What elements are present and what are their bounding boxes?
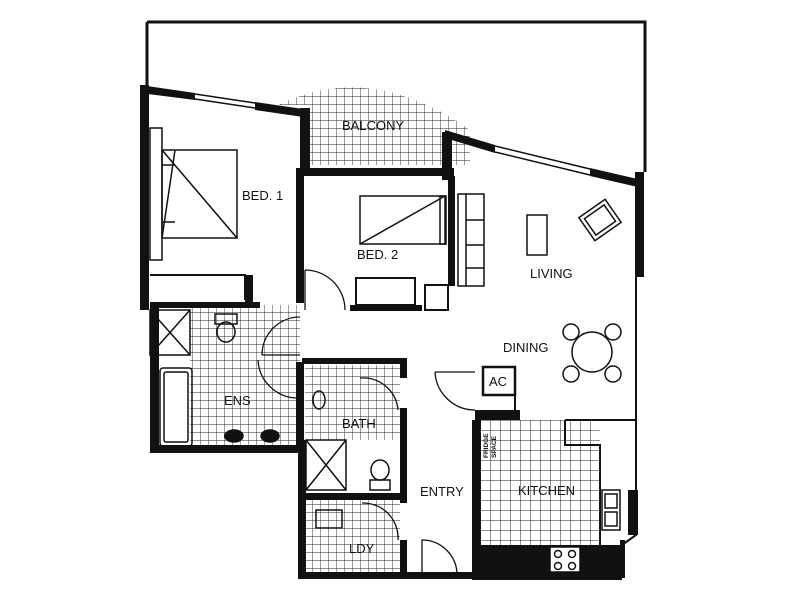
room-label-bath: BATH [342,416,376,431]
ensuite-bath [159,367,193,447]
balcony-tiles [278,87,470,165]
tiled-floors [190,87,600,572]
bath-basin [312,390,326,410]
bath-tiles [305,365,400,440]
armchair [577,198,623,242]
room-label-bed1: BED. 1 [242,188,283,203]
walls [140,20,647,580]
bed-2-furniture [359,195,447,245]
room-labels: BALCONY BED. 1 BED. 2 LIVING DINING AC E… [224,118,575,556]
coffee-table [526,214,548,256]
cooktop [549,546,581,573]
ensuite-shower [149,309,191,356]
ensuite-basin [260,429,280,443]
ensuite-toilet [214,313,238,343]
room-label-living: LIVING [530,266,573,281]
room-label-kitchen: KITCHEN [518,483,575,498]
room-label-ac: AC [489,374,507,389]
bath-shower [305,439,347,491]
laundry-tub [315,509,343,529]
bath-toilet [369,459,391,491]
room-label-ens: ENS [224,393,251,408]
fridge-space-label-line2: SPACE [491,435,498,458]
doors [257,269,476,576]
room-label-ldy: LDY [349,541,375,556]
sofa [457,193,485,287]
laundry-tiles [305,500,400,572]
room-label-entry: ENTRY [420,484,464,499]
bed-1-furniture [149,127,238,261]
ensuite-tiles [190,305,300,445]
room-label-dining: DINING [503,340,549,355]
kitchen-tiles [478,420,600,545]
room-label-balcony: BALCONY [342,118,404,133]
ensuite-basin [224,429,244,443]
room-label-bed2: BED. 2 [357,247,398,262]
dining-table [562,323,622,383]
fridge-space-label-line1: FRIDGE [483,433,490,458]
furniture [149,127,623,573]
kitchen-sink [601,489,621,531]
